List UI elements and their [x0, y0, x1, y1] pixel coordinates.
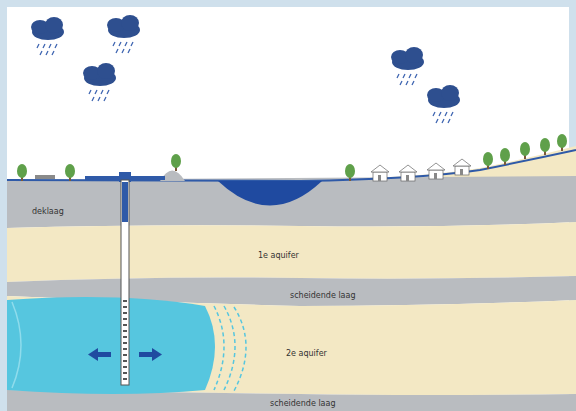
layer-label: scheidende laag — [290, 292, 356, 300]
layer-label: 2e aquifer — [286, 350, 327, 358]
layer-label: 1e aquifer — [258, 252, 299, 260]
layer-label: deklaag — [32, 208, 64, 216]
layer-label: scheidende laag — [270, 400, 336, 408]
